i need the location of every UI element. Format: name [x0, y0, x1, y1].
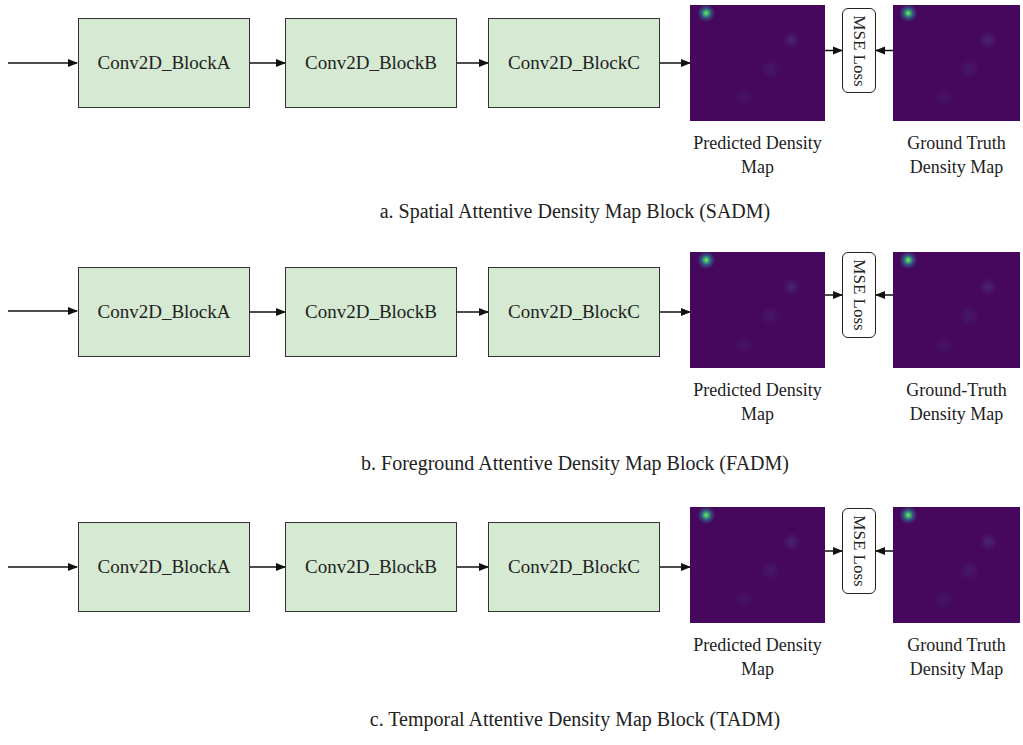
caption: a. Spatial Attentive Density Map Block (… — [380, 200, 771, 223]
box-label: Conv2D_BlockC — [508, 52, 640, 74]
arrow-connector — [457, 62, 488, 64]
caption: b. Foreground Attentive Density Map Bloc… — [361, 452, 789, 475]
arrow-connector — [825, 294, 842, 296]
density-map-image: Predicted Density Map — [690, 5, 825, 121]
process-box: Conv2D_BlockA — [78, 267, 250, 357]
arrow-connector — [825, 50, 842, 52]
arrow-connector — [660, 62, 690, 64]
arrow-connector — [876, 50, 893, 52]
arrow-connector — [250, 311, 285, 313]
box-label: Conv2D_BlockA — [98, 556, 231, 578]
box-label: MSE Loss — [849, 515, 869, 586]
arrow-connector — [876, 294, 893, 296]
box-label: MSE Loss — [849, 15, 869, 86]
caption: c. Temporal Attentive Density Map Block … — [370, 708, 780, 731]
image-label: Predicted Density Map — [688, 131, 828, 180]
process-box: Conv2D_BlockC — [488, 267, 660, 357]
loss-box: MSE Loss — [842, 508, 876, 594]
density-map-image: Predicted Density Map — [690, 507, 825, 623]
box-label: Conv2D_BlockB — [305, 556, 437, 578]
box-label: Conv2D_BlockB — [305, 52, 437, 74]
image-label: Predicted Density Map — [678, 378, 838, 427]
density-map-image: Ground Truth Density Map — [893, 507, 1020, 623]
arrow-connector — [457, 566, 488, 568]
arrow-connector — [825, 550, 842, 552]
input-arrow — [8, 310, 77, 312]
image-label: Ground-Truth Density Map — [892, 378, 1022, 427]
input-arrow — [8, 566, 77, 568]
box-label: Conv2D_BlockA — [98, 52, 231, 74]
process-box: Conv2D_BlockC — [488, 18, 660, 108]
density-map-image: Ground Truth Density Map — [893, 5, 1020, 121]
process-box: Conv2D_BlockC — [488, 522, 660, 612]
image-label: Predicted Density Map — [678, 633, 838, 682]
arrow-connector — [457, 311, 488, 313]
density-map-image: Ground-Truth Density Map — [893, 252, 1020, 368]
process-box: Conv2D_BlockB — [285, 18, 457, 108]
arrow-connector — [250, 62, 285, 64]
process-box: Conv2D_BlockA — [78, 18, 250, 108]
image-label: Ground Truth Density Map — [892, 633, 1022, 682]
arrow-connector — [660, 566, 690, 568]
process-box: Conv2D_BlockA — [78, 522, 250, 612]
arrow-connector — [660, 311, 690, 313]
image-label: Ground Truth Density Map — [892, 131, 1022, 180]
input-arrow — [8, 62, 77, 64]
box-label: Conv2D_BlockB — [305, 301, 437, 323]
box-label: Conv2D_BlockC — [508, 301, 640, 323]
arrow-connector — [250, 566, 285, 568]
process-box: Conv2D_BlockB — [285, 267, 457, 357]
loss-box: MSE Loss — [842, 252, 876, 338]
process-box: Conv2D_BlockB — [285, 522, 457, 612]
arrow-connector — [876, 550, 893, 552]
box-label: Conv2D_BlockA — [98, 301, 231, 323]
box-label: MSE Loss — [849, 259, 869, 330]
density-map-image: Predicted Density Map — [690, 252, 825, 368]
loss-box: MSE Loss — [842, 8, 876, 93]
box-label: Conv2D_BlockC — [508, 556, 640, 578]
